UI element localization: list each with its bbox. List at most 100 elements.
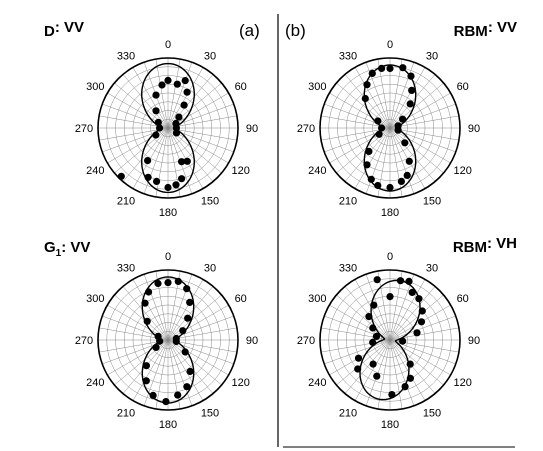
grid-spoke (354, 127, 391, 189)
chart-title-rbm-vh: RBM: VH (453, 235, 517, 256)
data-point (399, 64, 407, 72)
data-point (354, 365, 362, 373)
angle-tick-label: 240 (86, 165, 104, 177)
data-point (413, 329, 421, 337)
angle-tick-label: 0 (387, 39, 393, 51)
data-point (386, 183, 394, 192)
data-point (178, 175, 186, 183)
grid-spoke (122, 286, 169, 341)
angle-tick-label: 150 (423, 196, 441, 208)
grid-spoke (155, 59, 169, 129)
data-point (174, 391, 182, 399)
data-point (399, 115, 407, 123)
data-point (386, 64, 394, 73)
angle-tick-label: 330 (339, 262, 357, 274)
data-point (415, 295, 423, 303)
angle-tick-label: 90 (468, 123, 480, 135)
grid-spoke (167, 274, 193, 341)
angle-tick-label: 180 (381, 207, 399, 219)
data-point (149, 391, 157, 399)
data-point (154, 279, 162, 288)
fit-curve (359, 279, 421, 401)
grid-spoke (389, 315, 456, 341)
grid-spoke (389, 82, 444, 129)
angle-tick-label: 60 (235, 293, 247, 305)
grid-spoke (389, 127, 415, 194)
data-point (152, 91, 160, 99)
data-point (397, 177, 405, 185)
angle-tick-label: 210 (339, 196, 357, 208)
data-point (172, 129, 181, 137)
grid-spoke (132, 339, 169, 401)
angle-tick-label: 120 (454, 377, 472, 389)
angle-tick-label: 330 (117, 262, 135, 274)
data-point (180, 101, 188, 109)
grid-spoke (167, 294, 222, 341)
data-point (144, 173, 152, 181)
grid-spoke (167, 127, 214, 182)
data-point (156, 124, 164, 132)
data-point (408, 288, 416, 296)
data-point (162, 398, 170, 406)
data-point (374, 181, 382, 190)
data-point (386, 293, 394, 301)
angle-tick-label: 240 (308, 377, 326, 389)
angle-tick-label: 120 (232, 165, 250, 177)
data-point (405, 157, 413, 165)
angle-tick-label: 120 (232, 377, 250, 389)
angle-tick-label: 180 (159, 207, 177, 219)
data-point (365, 147, 373, 155)
angle-tick-label: 270 (75, 123, 93, 135)
angle-tick-label: 60 (235, 81, 247, 93)
angle-tick-label: 330 (339, 50, 357, 62)
data-point (154, 332, 162, 340)
grid-spoke (377, 271, 391, 341)
data-point (145, 288, 153, 296)
data-point (406, 360, 414, 368)
outer-ring (97, 57, 239, 199)
outer-ring (97, 269, 239, 411)
angle-tick-label: 60 (457, 293, 469, 305)
data-point (144, 157, 152, 165)
grid-spoke (143, 274, 169, 341)
data-point (142, 362, 150, 370)
data-point (375, 130, 383, 138)
grid-spoke (167, 67, 204, 129)
data-point (181, 77, 189, 85)
data-point (378, 124, 386, 132)
data-point (183, 285, 191, 293)
grid-spoke (389, 294, 444, 341)
data-point (173, 80, 181, 88)
angle-tick-label: 210 (117, 408, 135, 420)
data-point (363, 81, 371, 89)
angle-tick-label: 120 (454, 165, 472, 177)
angle-tick-label: 150 (201, 408, 219, 420)
data-point (370, 301, 378, 309)
grid-spoke (389, 339, 415, 406)
data-point (399, 337, 407, 345)
angle-tick-label: 300 (308, 293, 326, 305)
grid-spoke (167, 115, 237, 129)
angle-tick-label: 270 (297, 335, 315, 347)
grid-spoke (389, 127, 436, 182)
angle-tick-label: 30 (204, 50, 216, 62)
grid-spoke (167, 279, 204, 341)
data-point (368, 69, 376, 77)
grid-spoke (155, 127, 169, 197)
grid-spoke (167, 286, 214, 341)
angle-tick-label: 90 (246, 335, 258, 347)
panel-label-b: (b) (285, 21, 306, 40)
data-point (183, 88, 191, 96)
grid-spoke (167, 127, 237, 141)
angle-tick-label: 180 (159, 419, 177, 431)
data-point (172, 181, 180, 189)
angle-tick-label: 30 (426, 262, 438, 274)
grid-spoke (336, 339, 391, 386)
grid-spoke (143, 339, 169, 406)
grid-spoke (354, 279, 391, 341)
grid-spoke (167, 339, 214, 394)
angle-tick-label: 90 (468, 335, 480, 347)
angle-tick-label: 30 (204, 262, 216, 274)
data-point (403, 171, 411, 179)
